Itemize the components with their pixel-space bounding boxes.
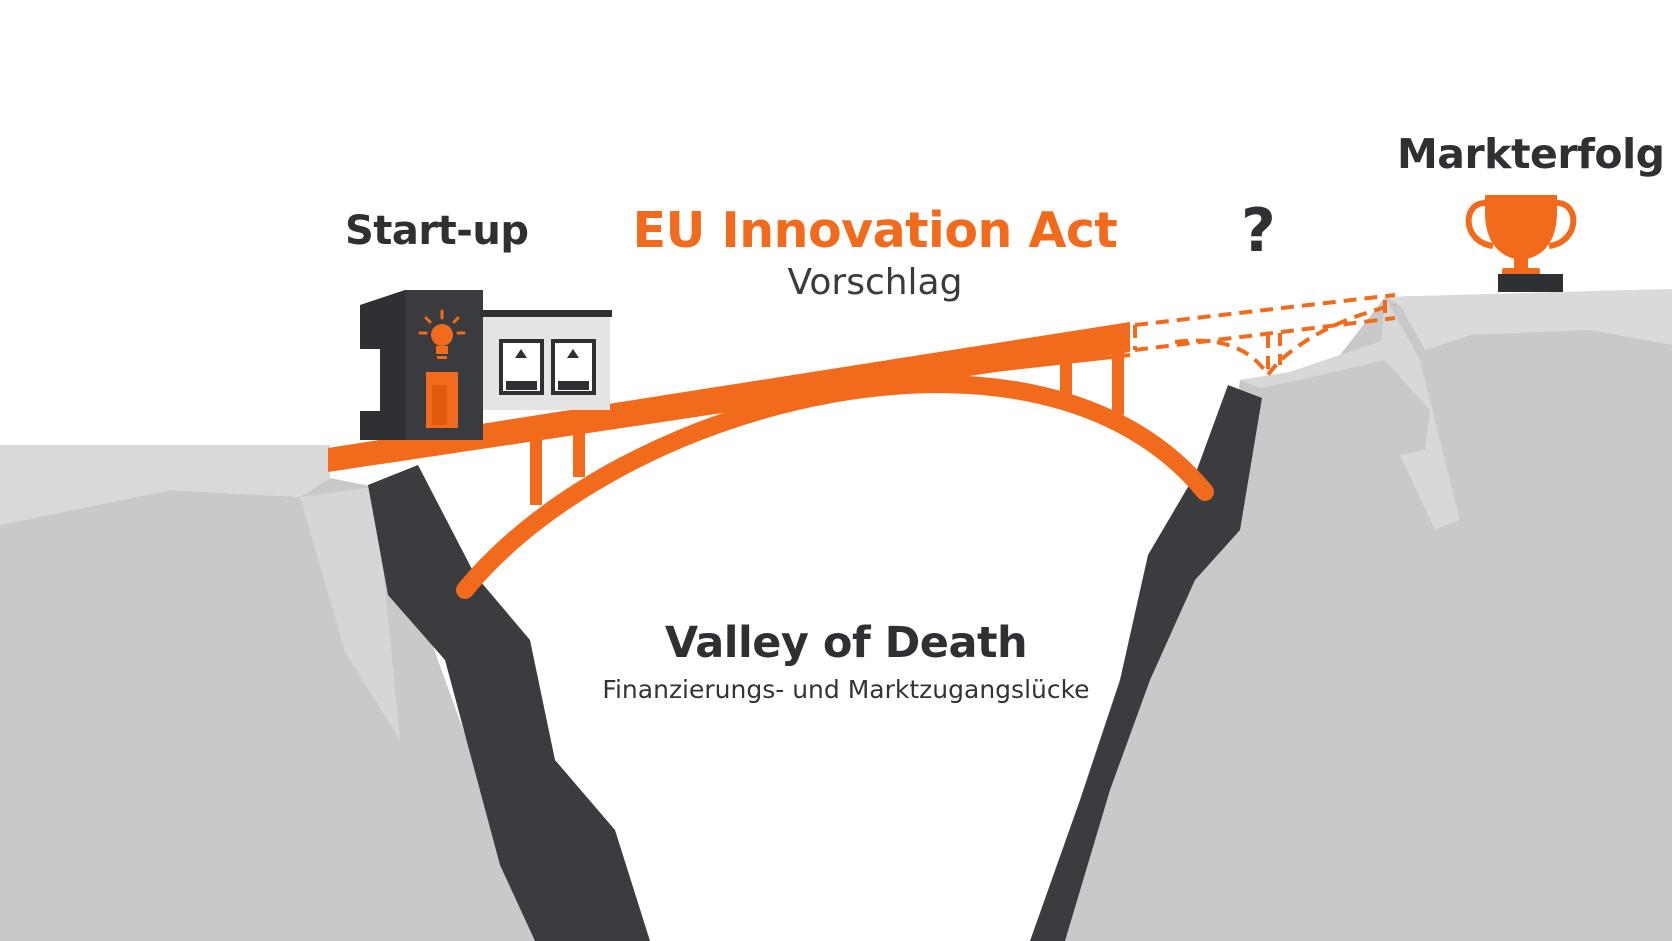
market-success-label: Markterfolg	[1397, 130, 1665, 178]
valley-of-death-title: Valley of Death	[664, 618, 1028, 668]
valley-of-death-subtitle: Finanzierungs- und Marktzugangslücke	[602, 675, 1090, 704]
question-mark: ?	[1241, 196, 1276, 266]
dashed-bridge-section	[1133, 293, 1396, 379]
left-cliff	[0, 445, 650, 941]
innovation-act-subtitle: Vorschlag	[787, 262, 963, 303]
right-cliff	[1030, 289, 1672, 941]
trophy-icon	[1465, 195, 1577, 292]
lightbulb-icon	[418, 309, 466, 359]
startup-label: Start-up	[345, 208, 529, 254]
startup-building-icon	[360, 290, 612, 440]
bridge	[328, 322, 1214, 599]
innovation-act-title: EU Innovation Act	[632, 202, 1118, 259]
